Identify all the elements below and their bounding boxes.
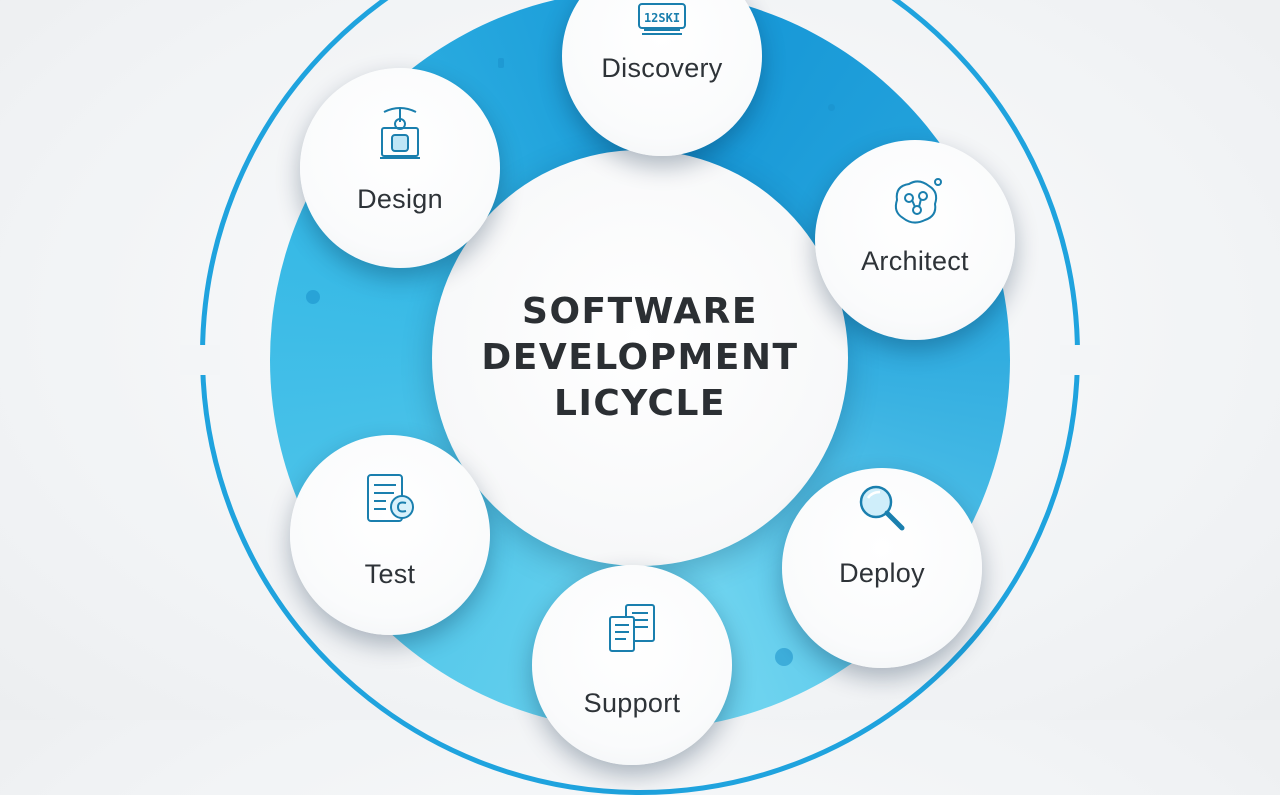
- stage-label: Deploy: [839, 558, 925, 588]
- network-icon: [885, 172, 945, 232]
- stage-node-discovery[interactable]: 12SKI Discovery: [562, 0, 762, 156]
- title-line-1: SOFTWARE: [522, 291, 758, 332]
- stage-node-support[interactable]: Support: [532, 565, 732, 765]
- stage-node-test[interactable]: Test: [290, 435, 490, 635]
- title-line-3: LICYCLE: [554, 383, 726, 424]
- stage-label: Support: [583, 688, 681, 718]
- ring-dot: [828, 104, 835, 111]
- stage-node-design[interactable]: Design: [300, 68, 500, 268]
- magnifier-icon: [852, 480, 912, 540]
- arc-gap-left: [180, 345, 220, 375]
- ring-dot: [775, 648, 793, 666]
- title-line-2: DEVELOPMENT: [481, 337, 799, 378]
- stage-label: Test: [364, 559, 416, 589]
- stage-node-deploy[interactable]: Deploy: [782, 468, 982, 668]
- documents-icon: [602, 599, 662, 659]
- checklist-icon: [360, 469, 420, 529]
- stage-label: Design: [357, 184, 443, 214]
- discovery-icon-text: 12SKI: [644, 11, 680, 25]
- center-title: SOFTWARE DEVELOPMENT LICYCLE: [432, 150, 848, 566]
- monitor-icon: 12SKI: [632, 0, 692, 40]
- ring-dot: [306, 290, 320, 304]
- ring-dot: [498, 58, 504, 68]
- stage-node-architect[interactable]: Architect: [815, 140, 1015, 340]
- blueprint-icon: [370, 102, 430, 162]
- lifecycle-diagram: SOFTWARE DEVELOPMENT LICYCLE 12SKI Disco…: [180, 0, 1100, 795]
- stage-label: Discovery: [601, 53, 723, 83]
- arc-gap-right: [1060, 345, 1100, 375]
- stage-label: Architect: [861, 246, 969, 276]
